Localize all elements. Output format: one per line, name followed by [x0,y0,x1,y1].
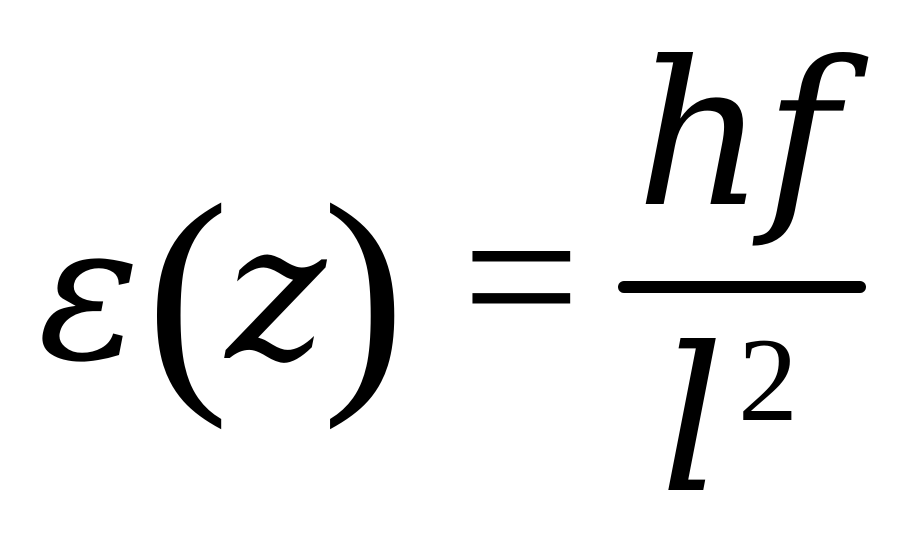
left-parenthesis: ( [146,154,230,431]
equals-sign: = [462,161,581,393]
fraction-bar [618,281,866,293]
fraction-numerator: hf [636,19,839,252]
denominator-exponent: 2 [738,313,798,446]
fraction-denominator: l [660,305,724,538]
epsilon-symbol: ε [38,182,140,403]
right-parenthesis: ) [322,154,406,431]
argument-variable: z [226,182,327,403]
